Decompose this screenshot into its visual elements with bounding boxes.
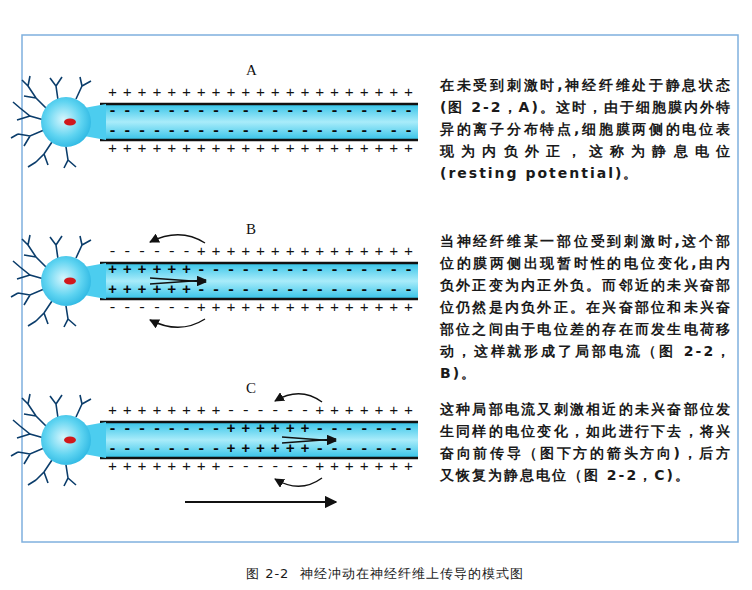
outer-charge-row: + + + + + + + + - - - - - - + + + + + + … — [108, 461, 433, 475]
panel-letter: C — [246, 380, 256, 396]
panel-letter: A — [246, 62, 257, 78]
outer-charge-row: + + + + + + + + + + + + + + + + + + + + … — [108, 143, 433, 157]
explanation-text: 这种局部电流又刺激相近的未兴奋部位发生同样的电位变化，如此进行下去，将兴奋向前传… — [440, 398, 732, 486]
outer-charge-row: - - - - - - + + + + + + + + + + + + + + … — [108, 246, 433, 260]
panel-letter: B — [246, 221, 256, 237]
inner-charge-row: - - - - - - - - + + + + + + - - - - - - … — [108, 443, 433, 457]
neuron-body — [11, 394, 106, 486]
neuron-body — [11, 235, 106, 327]
figure-caption: 图 2-2 神经冲动在神经纤维上传导的模式图 — [246, 566, 524, 582]
current-arrow — [275, 394, 322, 402]
inner-charge-row: - - - - - - - - - - - - - - - - - - - - … — [108, 125, 433, 139]
current-arrow — [275, 478, 322, 486]
neuron-body — [11, 76, 106, 168]
explanation-text: 在未受到刺激时,神经纤维处于静息状态(图 2-2，A)。这时，由于细胞膜内外特异… — [440, 74, 732, 184]
outer-charge-row: - - - - - - + + + + + + + + + + + + + + … — [108, 302, 433, 316]
inner-charge-row: - - - - - - - - - - - - - - - - - - - - … — [108, 105, 433, 119]
inner-charge-row: + + + + + + - - - - - - - - - - - - - - … — [108, 284, 433, 298]
frame — [22, 35, 738, 542]
explanation-text: 当神经纤维某一部位受到刺激时,这个部位的膜两侧出现暂时性的电位变化,由内负外正变… — [440, 230, 732, 384]
inner-charge-row: + + + + + + - - - - - - - - - - - - - - … — [108, 264, 433, 278]
current-arrow — [150, 235, 205, 243]
inner-charge-row: - - - - - - - - + + + + + + - - - - - - … — [108, 423, 433, 437]
direction-arrow — [185, 501, 336, 503]
current-arrow — [150, 319, 205, 327]
outer-charge-row: + + + + + + + + + + + + + + + + + + + + … — [108, 87, 433, 101]
outer-charge-row: + + + + + + + + - - - - - - + + + + + + … — [108, 405, 433, 419]
